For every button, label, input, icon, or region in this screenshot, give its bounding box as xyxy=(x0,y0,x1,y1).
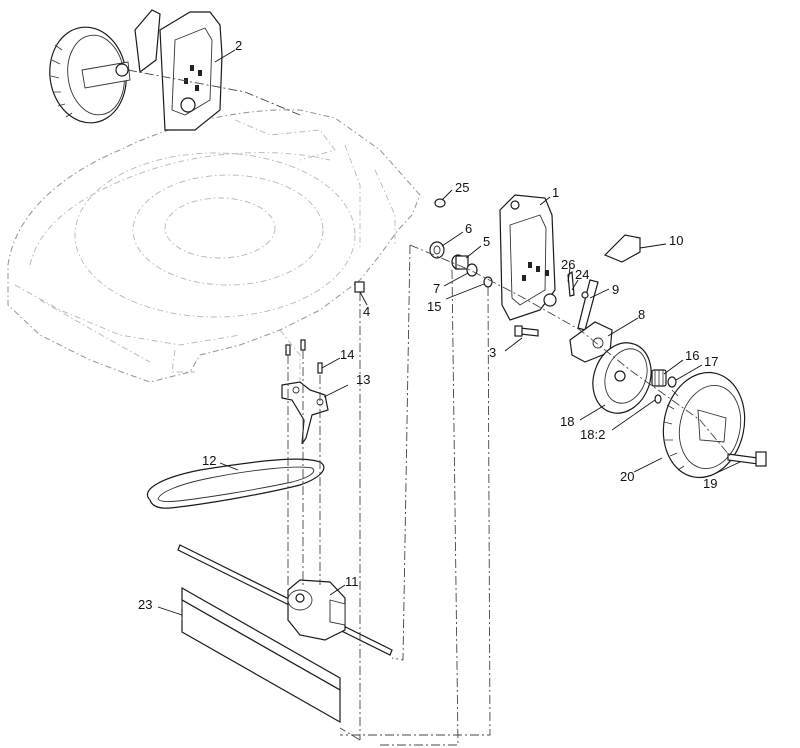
callout-9: 9 xyxy=(612,282,619,297)
callout-14: 14 xyxy=(340,347,354,362)
callout-2: 2 xyxy=(235,38,242,53)
callout-16: 16 xyxy=(685,348,699,363)
callout-17: 17 xyxy=(704,354,718,369)
leader-lines xyxy=(157,49,741,616)
callout-20: 20 xyxy=(620,469,634,484)
callout-15: 15 xyxy=(427,299,441,314)
axle-line-left xyxy=(127,69,301,116)
callout-4: 4 xyxy=(363,304,370,319)
callout-7: 7 xyxy=(433,281,440,296)
callout-3: 3 xyxy=(489,345,496,360)
belt-guide-bracket xyxy=(281,381,329,445)
callout-1: 1 xyxy=(552,185,559,200)
callout-24: 24 xyxy=(575,267,589,282)
mower-deck-phantom xyxy=(7,109,421,383)
callout-18: 18 xyxy=(560,414,574,429)
callout-25: 25 xyxy=(455,180,469,195)
bolt-3 xyxy=(514,325,539,337)
callout-19: 19 xyxy=(703,476,717,491)
axle-line-right xyxy=(409,244,731,457)
callout-5: 5 xyxy=(483,234,490,249)
callout-8: 8 xyxy=(638,307,645,322)
callout-11: 11 xyxy=(345,574,359,589)
gear-cover xyxy=(592,342,652,414)
callout-6: 6 xyxy=(465,221,472,236)
drive-lever xyxy=(567,234,641,331)
wheel-bolt xyxy=(727,451,767,467)
assembly-lines xyxy=(287,244,491,746)
bolt-4 xyxy=(354,281,365,293)
shield xyxy=(181,586,341,724)
callout-23: 23 xyxy=(138,597,152,612)
callout-labels: 1 2 3 4 5 6 7 8 9 10 11 12 13 14 15 16 1… xyxy=(138,38,718,612)
drive-belt xyxy=(147,458,325,509)
height-adjuster-right xyxy=(499,194,557,321)
bushing-stack xyxy=(429,198,493,288)
callout-18-2: 18:2 xyxy=(580,427,605,442)
callout-13: 13 xyxy=(356,372,370,387)
callout-10: 10 xyxy=(669,233,683,248)
front-left-wheel xyxy=(49,9,161,124)
pinion-gear xyxy=(651,369,677,404)
transmission xyxy=(287,579,346,641)
height-adjuster-left xyxy=(159,11,223,131)
callout-12: 12 xyxy=(202,453,216,468)
callout-26: 26 xyxy=(561,257,575,272)
